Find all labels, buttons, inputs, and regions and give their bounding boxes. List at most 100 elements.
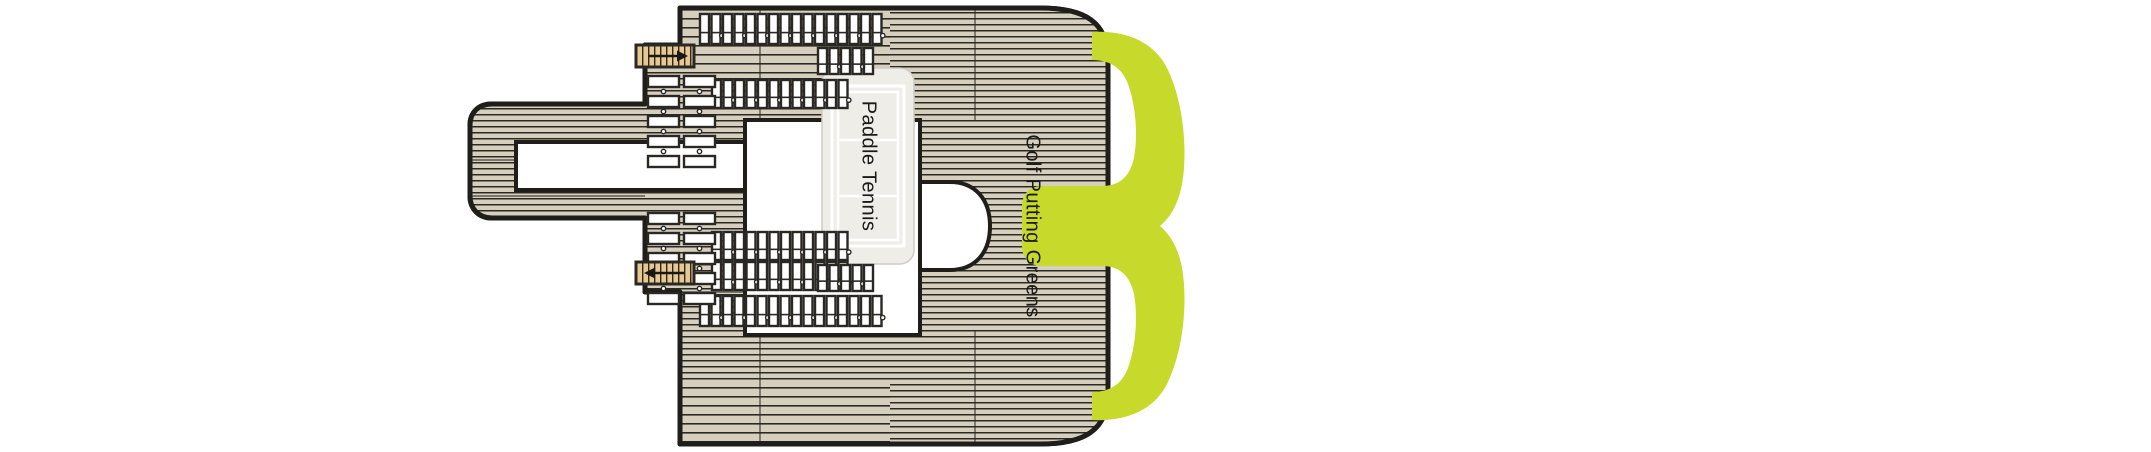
deck-table[interactable] [682,94,717,109]
sun-lounger[interactable] [744,294,757,328]
sun-lounger[interactable] [825,230,838,262]
sun-lounger[interactable] [756,294,768,328]
sun-lounger[interactable] [779,260,792,292]
sun-lounger[interactable] [862,46,875,76]
sun-lounger[interactable] [814,78,826,110]
sun-lounger[interactable] [851,46,863,76]
table-cluster-port[interactable] [646,74,717,169]
paddle-tennis-area[interactable]: Paddle Tennis [821,67,915,265]
sun-lounger[interactable] [839,46,852,76]
sun-lounger[interactable] [779,78,792,110]
sun-lounger[interactable] [828,263,840,293]
lounger-row-top-outer[interactable] [698,12,886,46]
deck-table[interactable] [646,154,681,169]
sun-lounger[interactable] [791,230,803,262]
sun-lounger[interactable] [862,263,875,293]
sun-lounger[interactable] [756,12,768,46]
sun-lounger[interactable] [802,12,814,46]
sun-lounger[interactable] [791,78,803,110]
sun-lounger[interactable] [851,263,863,293]
sun-lounger[interactable] [722,260,734,292]
sun-lounger[interactable] [721,294,734,328]
deck-table[interactable] [682,74,717,89]
deck-table[interactable] [682,211,717,226]
sun-lounger[interactable] [698,12,711,46]
sun-lounger[interactable] [825,12,837,46]
sun-lounger[interactable] [721,12,734,46]
sun-lounger[interactable] [733,78,746,110]
sun-lounger[interactable] [802,230,815,262]
sun-lounger[interactable] [837,230,849,262]
sun-lounger[interactable] [790,294,803,328]
sun-lounger[interactable] [814,230,826,262]
sun-lounger[interactable] [859,294,872,328]
sun-lounger[interactable] [828,46,840,76]
sun-lounger[interactable] [839,263,852,293]
sun-lounger[interactable] [790,12,803,46]
sun-lounger[interactable] [813,294,826,328]
sun-lounger[interactable] [733,294,745,328]
sun-lounger[interactable] [710,230,723,262]
sun-lounger[interactable] [745,78,757,110]
golf-putting-greens-area[interactable]: Golf Putting Greens [1022,31,1185,421]
sun-lounger[interactable] [768,78,780,110]
deck-table[interactable] [646,74,681,89]
sun-lounger[interactable] [825,294,837,328]
deck-table[interactable] [682,134,717,149]
deck-table[interactable] [682,154,717,169]
sun-lounger[interactable] [756,78,769,110]
sun-lounger[interactable] [802,260,815,292]
sun-lounger[interactable] [722,230,734,262]
lounger-row-bottom-short[interactable] [816,263,875,293]
sun-lounger[interactable] [745,260,757,292]
sun-lounger[interactable] [837,78,849,110]
sun-lounger[interactable] [825,78,838,110]
sun-lounger[interactable] [779,230,792,262]
deck-table[interactable] [682,231,717,246]
sun-lounger[interactable] [733,260,746,292]
sun-lounger[interactable] [836,12,849,46]
sun-lounger[interactable] [733,12,745,46]
sun-lounger[interactable] [756,230,769,262]
deck-table[interactable] [682,114,717,129]
sun-lounger[interactable] [779,12,791,46]
lounger-row-top-mid[interactable] [710,78,852,110]
sun-lounger[interactable] [791,260,803,292]
sun-lounger[interactable] [745,230,757,262]
sun-lounger[interactable] [722,78,734,110]
sun-lounger[interactable] [848,294,860,328]
sun-lounger[interactable] [802,78,815,110]
sun-lounger[interactable] [710,12,722,46]
sun-lounger[interactable] [813,12,826,46]
sun-lounger[interactable] [816,46,829,76]
deck-table[interactable] [646,114,681,129]
deck-table[interactable] [682,291,717,306]
sun-lounger[interactable] [871,294,883,328]
deck-table[interactable] [682,251,717,266]
sun-lounger[interactable] [733,230,746,262]
sun-lounger[interactable] [836,294,849,328]
deck-table[interactable] [646,231,681,246]
sun-lounger[interactable] [816,263,829,293]
stair-forward-starboard[interactable] [634,260,696,286]
sun-lounger[interactable] [756,260,769,292]
sun-lounger[interactable] [768,230,780,262]
sun-lounger[interactable] [859,12,872,46]
stair-forward-port[interactable] [634,43,696,69]
sun-lounger[interactable] [779,294,791,328]
sun-lounger[interactable] [767,12,780,46]
sun-lounger[interactable] [767,294,780,328]
sun-lounger[interactable] [802,294,814,328]
lounger-row-top-short[interactable] [816,46,875,76]
sun-lounger[interactable] [871,12,883,46]
sun-lounger[interactable] [848,12,860,46]
deck-table[interactable] [646,134,681,149]
lounger-row-bottom-outer[interactable] [698,294,886,328]
deck-table[interactable] [646,291,681,306]
deck-table[interactable] [646,94,681,109]
lounger-row-bottom-mid-a[interactable] [710,230,852,262]
deck-table[interactable] [646,211,681,226]
sun-lounger[interactable] [768,260,780,292]
sun-lounger[interactable] [744,12,757,46]
